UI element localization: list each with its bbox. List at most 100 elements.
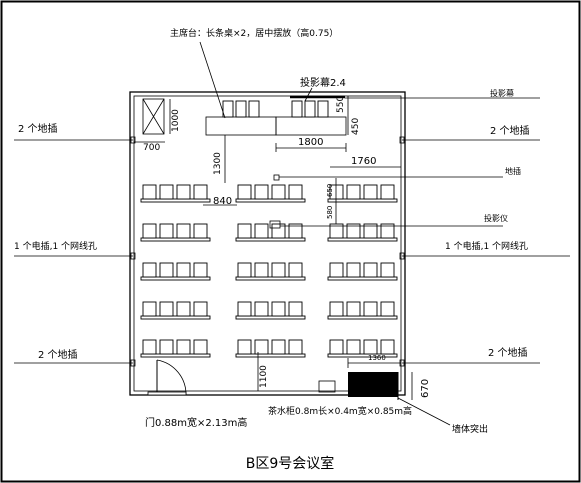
seat [237,223,252,239]
seat [254,223,269,239]
seat [159,223,174,239]
structural-column [142,98,165,135]
dim-840: 840 [213,196,232,207]
seat [176,301,191,317]
row-desk [327,315,398,320]
row-desk [327,237,398,242]
row-desk [140,315,211,320]
seat [346,339,361,355]
seat [346,184,361,200]
dim-650: 650 [326,184,334,197]
seat [254,262,269,278]
seat [329,223,344,239]
row-desk [235,198,306,203]
dim-1300: 1300 [213,152,223,175]
seat [254,339,269,355]
dim-550: 550 [336,96,346,113]
seat [237,184,252,200]
seat [142,339,157,355]
seat [193,223,208,239]
dim-1800: 1800 [298,137,323,148]
seat [176,184,191,200]
seat [329,339,344,355]
audience-seating [140,184,398,358]
dim-580: 580 [326,206,334,219]
row-desk [327,353,398,358]
seat [363,262,378,278]
dimension-labels: 1000 700 550 450 1800 1300 1760 650 580 … [143,96,431,398]
dim-700: 700 [143,143,160,153]
rostrum-chairs [222,100,329,118]
dim-1000: 1000 [171,109,181,132]
floor-outlets-top-right: 2 个地插 [490,124,530,137]
seat [346,262,361,278]
floor-outlet-label: 地插 [505,166,521,176]
row-desk [235,315,306,320]
seat [176,339,191,355]
dim-1360: 1360 [368,354,386,362]
seat [363,223,378,239]
seat [288,339,303,355]
rostrum-note: 主席台：长条桌×2，居中摆放（高0.75） [170,27,338,39]
seat [271,223,286,239]
wall-protrusion [348,372,399,400]
seat [193,301,208,317]
projector [269,220,281,229]
dim-450: 450 [351,118,361,135]
seat [288,301,303,317]
dim-670: 670 [420,379,431,398]
row-desk [140,353,211,358]
seat [142,223,157,239]
seat [159,184,174,200]
seat [380,223,395,239]
seat [159,339,174,355]
door-note: 门0.88m宽×2.13m高 [145,416,247,429]
seat [380,301,395,317]
row-desk [140,237,211,242]
wall-protrusion-label: 墙体突出 [452,423,488,435]
seat [288,223,303,239]
seat [346,301,361,317]
cabinet-note: 茶水柜0.8m长×0.4m宽×0.85m高 [268,405,412,417]
seat [254,184,269,200]
rostrum-tables [205,116,347,136]
seat [271,184,286,200]
dim-1100: 1100 [259,365,269,388]
row-desk [235,353,306,358]
tea-cabinet [318,380,336,393]
seat [329,184,344,200]
seat [193,262,208,278]
door [147,359,187,396]
seat [380,339,395,355]
row-desk [140,276,211,281]
row-desk [235,237,306,242]
row-desk [327,276,398,281]
dimension-lines [134,96,413,400]
seat [159,301,174,317]
seat [288,262,303,278]
seat [142,184,157,200]
room-walls [129,91,406,396]
leader-lines [14,41,570,426]
seat [237,339,252,355]
seat [193,339,208,355]
projector-label: 投影仪 [484,213,508,223]
seat [193,184,208,200]
power-network-left: 1 个电插,1 个网线孔 [14,240,97,252]
seat [329,262,344,278]
wall-outlets [130,136,405,367]
seat [271,339,286,355]
seat [176,262,191,278]
seat [288,184,303,200]
seat [363,339,378,355]
seat [142,301,157,317]
power-network-right: 1 个电插,1 个网线孔 [445,240,528,252]
seat [346,223,361,239]
projector-screen-size: 投影幕2.4 [300,76,346,89]
seat [380,184,395,200]
seat [380,262,395,278]
seat [363,184,378,200]
